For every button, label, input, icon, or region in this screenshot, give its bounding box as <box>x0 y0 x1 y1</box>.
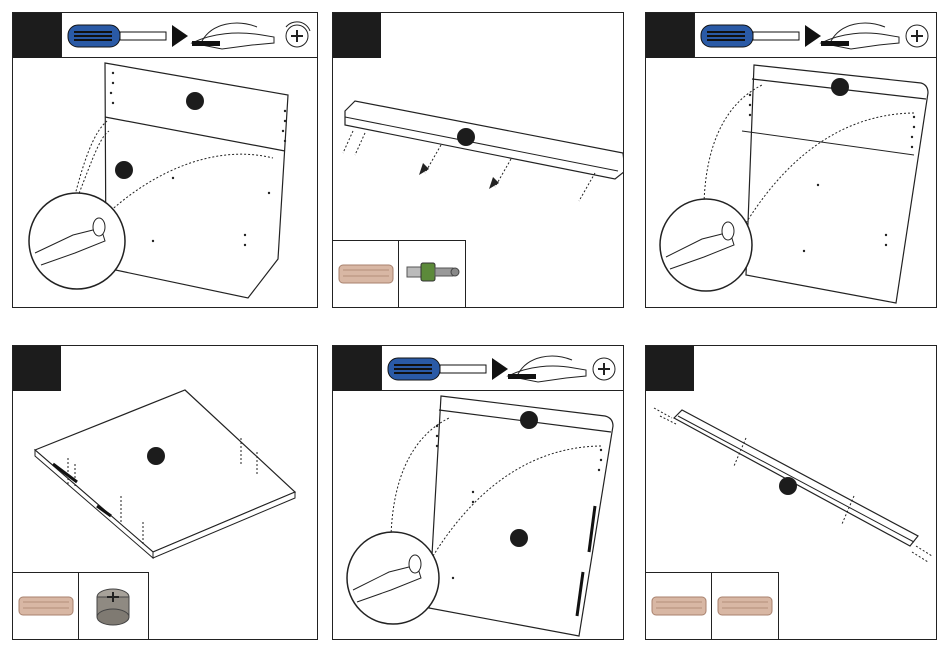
part-marker <box>510 529 528 547</box>
parts-box <box>13 572 149 639</box>
step-panel-4 <box>12 345 318 640</box>
step-panel-2 <box>332 12 624 308</box>
wood-dowel-icon <box>712 573 778 640</box>
part-marker <box>831 78 849 96</box>
step-panel-1 <box>12 12 318 308</box>
wood-dowel-icon <box>13 573 79 640</box>
part-marker <box>779 477 797 495</box>
assembly-drawing <box>333 346 624 640</box>
step-panel-6 <box>645 345 937 640</box>
cam-lock-icon <box>79 573 149 640</box>
parts-box <box>646 572 779 639</box>
part-cell <box>333 241 399 307</box>
part-marker <box>520 411 538 429</box>
assembly-drawing <box>646 13 937 308</box>
part-marker <box>186 92 204 110</box>
part-cell <box>79 573 148 639</box>
step-panel-3 <box>645 12 937 308</box>
part-cell <box>399 241 465 307</box>
wood-dowel-icon <box>333 241 399 308</box>
part-cell <box>13 573 79 639</box>
part-cell <box>712 573 778 639</box>
wood-dowel-icon <box>646 573 712 640</box>
part-marker <box>147 447 165 465</box>
part-marker <box>115 161 133 179</box>
connecting-bolt-icon <box>399 241 465 308</box>
assembly-drawing <box>13 13 318 308</box>
part-cell <box>646 573 712 639</box>
parts-box <box>333 240 466 307</box>
step-panel-5 <box>332 345 624 640</box>
part-marker <box>457 128 475 146</box>
